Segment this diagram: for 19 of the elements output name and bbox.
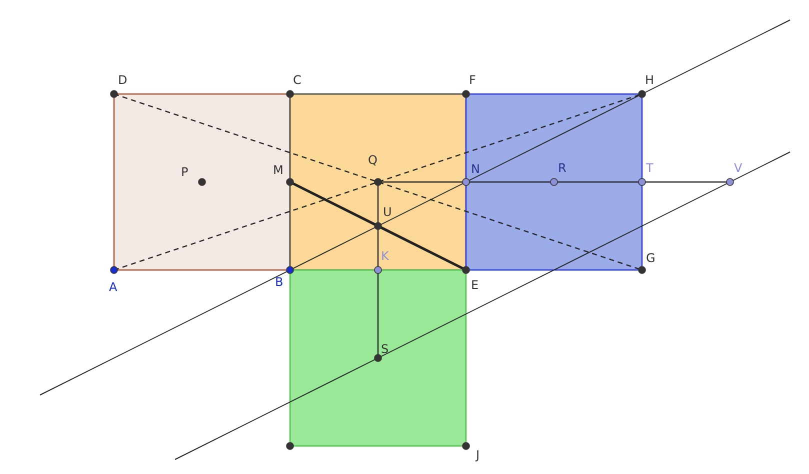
point-label: S — [381, 342, 389, 356]
point-label: U — [383, 205, 392, 219]
point-label: A — [109, 280, 118, 294]
point-label: J — [476, 448, 480, 462]
point-label: B — [275, 275, 284, 289]
point-label: E — [471, 278, 479, 292]
point-label: R — [558, 161, 566, 175]
point-label: D — [118, 73, 128, 87]
point-label: T — [646, 161, 654, 175]
point-label: C — [293, 73, 302, 87]
point-label: K — [381, 249, 389, 263]
point-label: G — [646, 251, 656, 265]
point-label: P — [181, 165, 188, 179]
point-label: F — [469, 73, 476, 87]
point-label: M — [273, 163, 284, 177]
point-label: V — [734, 161, 742, 175]
point-label: N — [471, 162, 480, 176]
point-label: H — [645, 73, 654, 87]
point-label: Q — [368, 153, 378, 167]
